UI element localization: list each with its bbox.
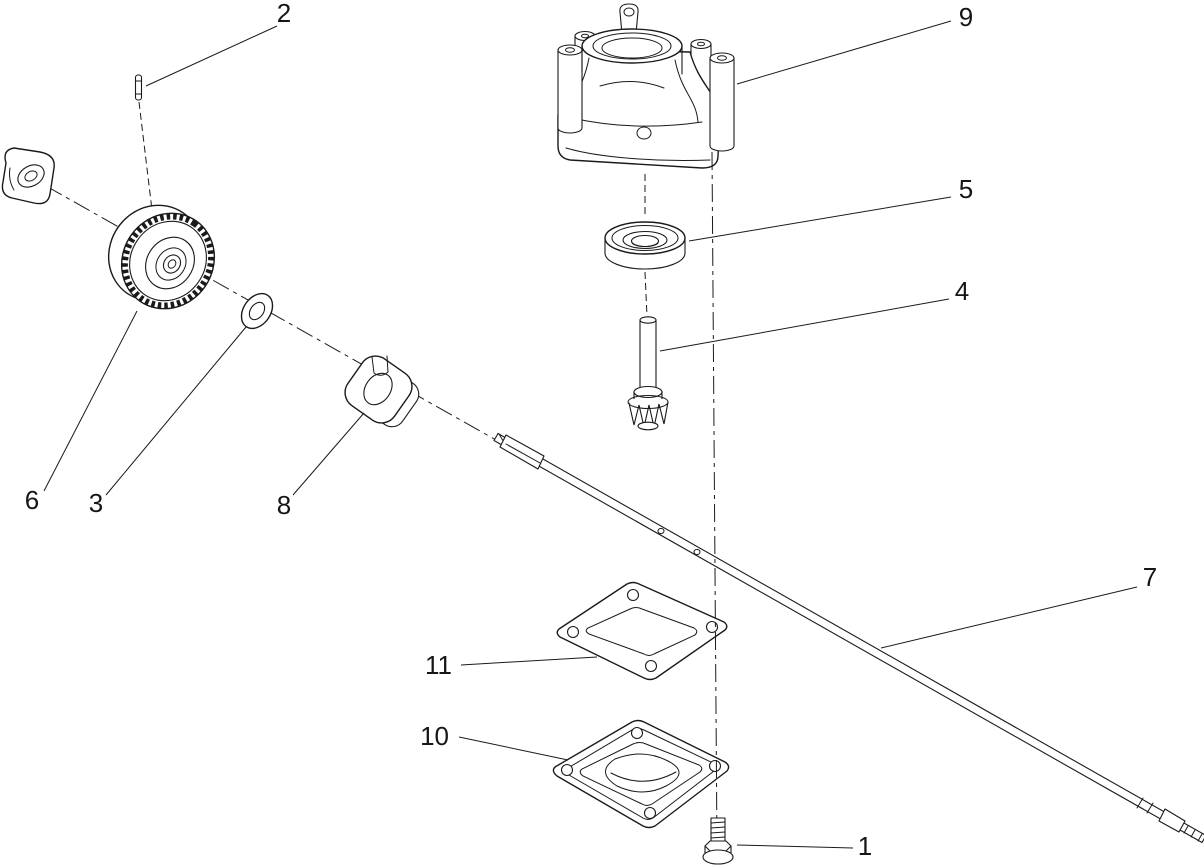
leader-8 bbox=[292, 412, 365, 496]
gasket-hole bbox=[644, 659, 658, 673]
part-7-shaft bbox=[493, 432, 1204, 844]
leader-6 bbox=[43, 310, 138, 492]
leader-2 bbox=[145, 25, 278, 87]
part-3-washer bbox=[240, 292, 274, 330]
part-8-bushing bbox=[344, 355, 420, 428]
callout-label-3: 3 bbox=[89, 488, 103, 518]
leader-4 bbox=[659, 298, 950, 352]
cover-hole bbox=[643, 806, 657, 820]
bearing-centerline-lower bbox=[644, 271, 648, 317]
gasket-hole bbox=[566, 625, 580, 639]
callout-labels: 1 2 3 4 5 6 7 8 9 10 11 bbox=[25, 0, 1157, 861]
part-2-pin bbox=[134, 74, 143, 101]
callout-label-1: 1 bbox=[858, 831, 872, 861]
bolt-flange bbox=[702, 849, 734, 865]
cover-hole bbox=[560, 763, 574, 777]
pinion-teeth bbox=[628, 401, 669, 428]
gasket-outline bbox=[556, 581, 728, 681]
pin-centerline bbox=[138, 101, 153, 211]
leader-10 bbox=[458, 736, 569, 761]
part-9-housing bbox=[557, 3, 735, 169]
bearing-bore bbox=[630, 234, 660, 248]
leader-lines bbox=[43, 20, 1138, 849]
housing-cylinder-rim bbox=[581, 28, 683, 64]
cover-hole bbox=[708, 759, 722, 773]
callout-label-5: 5 bbox=[959, 174, 973, 204]
gasket-opening bbox=[585, 607, 698, 656]
leader-5 bbox=[688, 196, 952, 242]
cover-outline bbox=[552, 719, 730, 829]
part-6-gear bbox=[107, 204, 216, 310]
housing-post-right bbox=[709, 57, 735, 152]
part-10-cover bbox=[552, 719, 730, 829]
vertical-centerline bbox=[711, 151, 718, 850]
part-4-pinion-shaft bbox=[627, 316, 669, 431]
callout-label-9: 9 bbox=[959, 2, 973, 32]
bushing-slot bbox=[371, 355, 389, 376]
gear-bore bbox=[162, 254, 182, 274]
gasket-hole bbox=[626, 588, 640, 602]
leader-7 bbox=[880, 586, 1138, 649]
leader-3 bbox=[105, 326, 247, 496]
callout-label-6: 6 bbox=[25, 485, 39, 515]
callout-label-2: 2 bbox=[277, 0, 291, 28]
bushing-bore bbox=[363, 372, 393, 406]
cover-pan bbox=[579, 742, 703, 806]
cover-dish bbox=[605, 753, 680, 793]
shaft-body bbox=[493, 432, 1204, 844]
callout-label-10: 10 bbox=[420, 721, 449, 751]
shaft-end-collar bbox=[1158, 808, 1186, 833]
housing-post-left bbox=[557, 49, 583, 134]
leader-9 bbox=[736, 20, 952, 85]
leader-1 bbox=[736, 844, 854, 849]
callout-label-4: 4 bbox=[955, 276, 969, 306]
part-1-bolt bbox=[702, 817, 734, 865]
callout-label-7: 7 bbox=[1143, 562, 1157, 592]
part-11-gasket bbox=[556, 581, 728, 681]
part-5-bearing bbox=[604, 221, 686, 270]
cover-hole bbox=[630, 726, 644, 740]
gear-teeth bbox=[121, 213, 215, 309]
callout-label-8: 8 bbox=[277, 490, 291, 520]
shaft-hole bbox=[693, 548, 701, 556]
shaft-collar bbox=[499, 434, 545, 470]
part-bracket bbox=[1, 147, 55, 205]
callout-label-11: 11 bbox=[425, 650, 452, 680]
leader-11 bbox=[460, 656, 598, 666]
shaft-hole bbox=[657, 527, 665, 535]
gasket-hole bbox=[705, 620, 719, 634]
